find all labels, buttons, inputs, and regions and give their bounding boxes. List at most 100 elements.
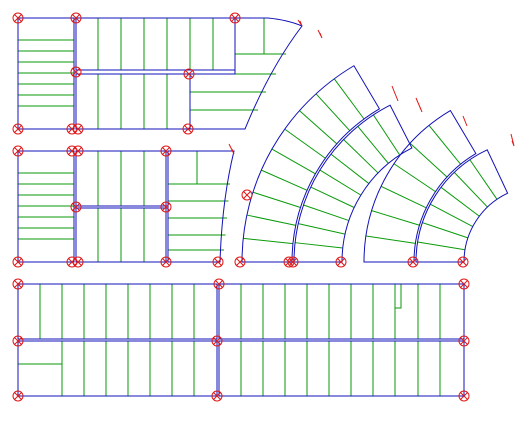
lot-line — [380, 185, 427, 209]
node-marker — [12, 278, 24, 290]
node-marker — [211, 390, 223, 402]
node-marker — [287, 256, 299, 268]
node-marker — [70, 201, 82, 213]
node-marker — [335, 256, 347, 268]
node-marker — [160, 201, 172, 213]
lot-line — [299, 110, 338, 145]
node-cross — [289, 258, 297, 266]
block-outline — [75, 150, 167, 207]
block-outline — [363, 109, 477, 263]
node-circle — [66, 123, 78, 135]
node-circle — [241, 189, 253, 201]
node-circle — [70, 12, 82, 24]
node-circle — [70, 66, 82, 78]
node-marker — [211, 335, 223, 347]
node-marker — [160, 145, 172, 157]
node-circle — [234, 256, 246, 268]
node-circle — [12, 256, 24, 268]
node-cross — [337, 258, 345, 266]
node-cross — [162, 147, 170, 155]
node-cross — [14, 258, 22, 266]
node-circle — [72, 123, 84, 135]
node-marker — [66, 123, 78, 135]
node-circle — [66, 145, 78, 157]
node-circle — [211, 390, 223, 402]
lot-line — [252, 191, 301, 209]
node-cross — [72, 203, 80, 211]
node-marker — [12, 12, 24, 24]
lot-line — [469, 159, 498, 200]
node-cross — [243, 191, 251, 199]
block-outline — [75, 73, 191, 130]
node-cross — [72, 68, 80, 76]
node-cross — [72, 14, 80, 22]
node-circle — [212, 256, 224, 268]
node-circle — [213, 278, 225, 290]
lot-line — [409, 142, 448, 178]
node-marker — [457, 256, 469, 268]
lot-line — [372, 114, 401, 156]
lot-line — [343, 139, 379, 174]
node-cross — [74, 147, 82, 155]
lot-line — [330, 153, 370, 184]
node-marker — [66, 256, 78, 268]
node-circle — [335, 256, 347, 268]
node-circle — [457, 256, 469, 268]
node-circle — [407, 256, 419, 268]
node-marker — [213, 278, 225, 290]
lot-line — [246, 214, 296, 226]
node-marker — [12, 335, 24, 347]
node-marker — [12, 145, 24, 157]
lot-line — [428, 125, 461, 165]
lot-line — [271, 148, 316, 175]
node-cross — [68, 258, 76, 266]
node-cross — [184, 125, 192, 133]
node-cross — [460, 392, 468, 400]
node-cross — [213, 337, 221, 345]
node-marker — [72, 256, 84, 268]
node-cross — [409, 258, 417, 266]
node-circle — [458, 278, 470, 290]
node-circle — [458, 390, 470, 402]
node-cross — [14, 14, 22, 22]
node-circle — [12, 390, 24, 402]
block-outline — [241, 65, 381, 263]
block-outline — [218, 340, 465, 397]
direction-marker — [391, 85, 399, 102]
lot-line — [365, 235, 416, 244]
node-circle — [12, 335, 24, 347]
node-cross — [185, 70, 193, 78]
lot-line — [319, 169, 362, 196]
direction-marker — [415, 97, 423, 113]
node-circle — [160, 256, 172, 268]
node-circle — [283, 256, 295, 268]
lot-line — [357, 126, 389, 164]
node-marker — [241, 189, 253, 201]
direction-marker — [297, 19, 303, 27]
node-circle — [287, 256, 299, 268]
lot-line — [430, 203, 473, 228]
node-cross — [14, 337, 22, 345]
node-marker — [70, 12, 82, 24]
node-circle — [72, 145, 84, 157]
node-circle — [12, 12, 24, 24]
lot-line — [394, 284, 402, 339]
node-circle — [12, 145, 24, 157]
lot-line — [298, 223, 346, 235]
node-cross — [459, 258, 467, 266]
lot-line — [310, 186, 355, 208]
node-circle — [211, 335, 223, 347]
lot-line — [243, 237, 294, 245]
node-cross — [214, 258, 222, 266]
node-marker — [12, 256, 24, 268]
node-cross — [68, 125, 76, 133]
lot-line — [371, 210, 420, 226]
direction-marker — [510, 133, 515, 147]
node-marker — [458, 278, 470, 290]
node-cross — [68, 147, 76, 155]
node-marker — [182, 123, 194, 135]
node-marker — [458, 390, 470, 402]
block-outline — [17, 340, 218, 397]
block-outline — [75, 207, 167, 263]
node-markers — [12, 12, 515, 402]
